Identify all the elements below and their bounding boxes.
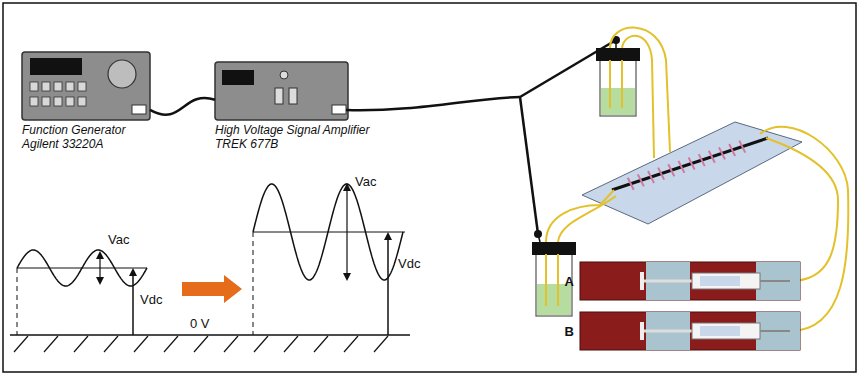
high-voltage-amplifier	[215, 62, 348, 120]
vdc-arrow	[387, 234, 389, 335]
syringe-pump	[580, 262, 800, 300]
small-sine	[17, 250, 147, 286]
syringe-pump	[580, 312, 800, 350]
device-label: High Voltage Signal Amplifier TREK 677B	[215, 123, 395, 151]
vac-arrow	[346, 185, 347, 279]
reservoir-vial	[596, 48, 640, 116]
signal-label: Vac	[355, 174, 376, 189]
signal-label: Vdc	[398, 256, 420, 271]
ground-line	[10, 335, 410, 352]
dashed-marker	[253, 232, 254, 335]
pump-label: B	[565, 324, 574, 339]
microfluidic-chip	[582, 122, 802, 224]
junction-dot	[534, 230, 542, 238]
syringe-pump: A	[580, 262, 800, 300]
function-generator	[22, 52, 150, 120]
function-generator: Function Generator Agilent 33220A	[22, 52, 150, 120]
dc-level	[253, 232, 405, 233]
signal-cable	[150, 98, 215, 115]
hv-cable	[346, 40, 616, 234]
pump-label: A	[565, 274, 574, 289]
dashed-marker	[17, 268, 18, 335]
signal-label: Vac	[108, 232, 129, 247]
amplify-arrow	[182, 275, 242, 303]
vdc-arrow	[132, 270, 134, 335]
frame	[3, 3, 856, 372]
device-label: Function Generator Agilent 33220A	[22, 123, 152, 151]
signal-label: Vdc	[140, 292, 162, 307]
syringe-pump: B	[580, 312, 800, 350]
vac-arrow	[99, 253, 100, 283]
signal-amplifier: High Voltage Signal Amplifier TREK 677B	[215, 62, 348, 120]
reservoir-vial	[532, 242, 576, 316]
large-sine	[253, 184, 403, 280]
tubing	[546, 28, 848, 331]
signal-label: 0 V	[190, 316, 210, 331]
